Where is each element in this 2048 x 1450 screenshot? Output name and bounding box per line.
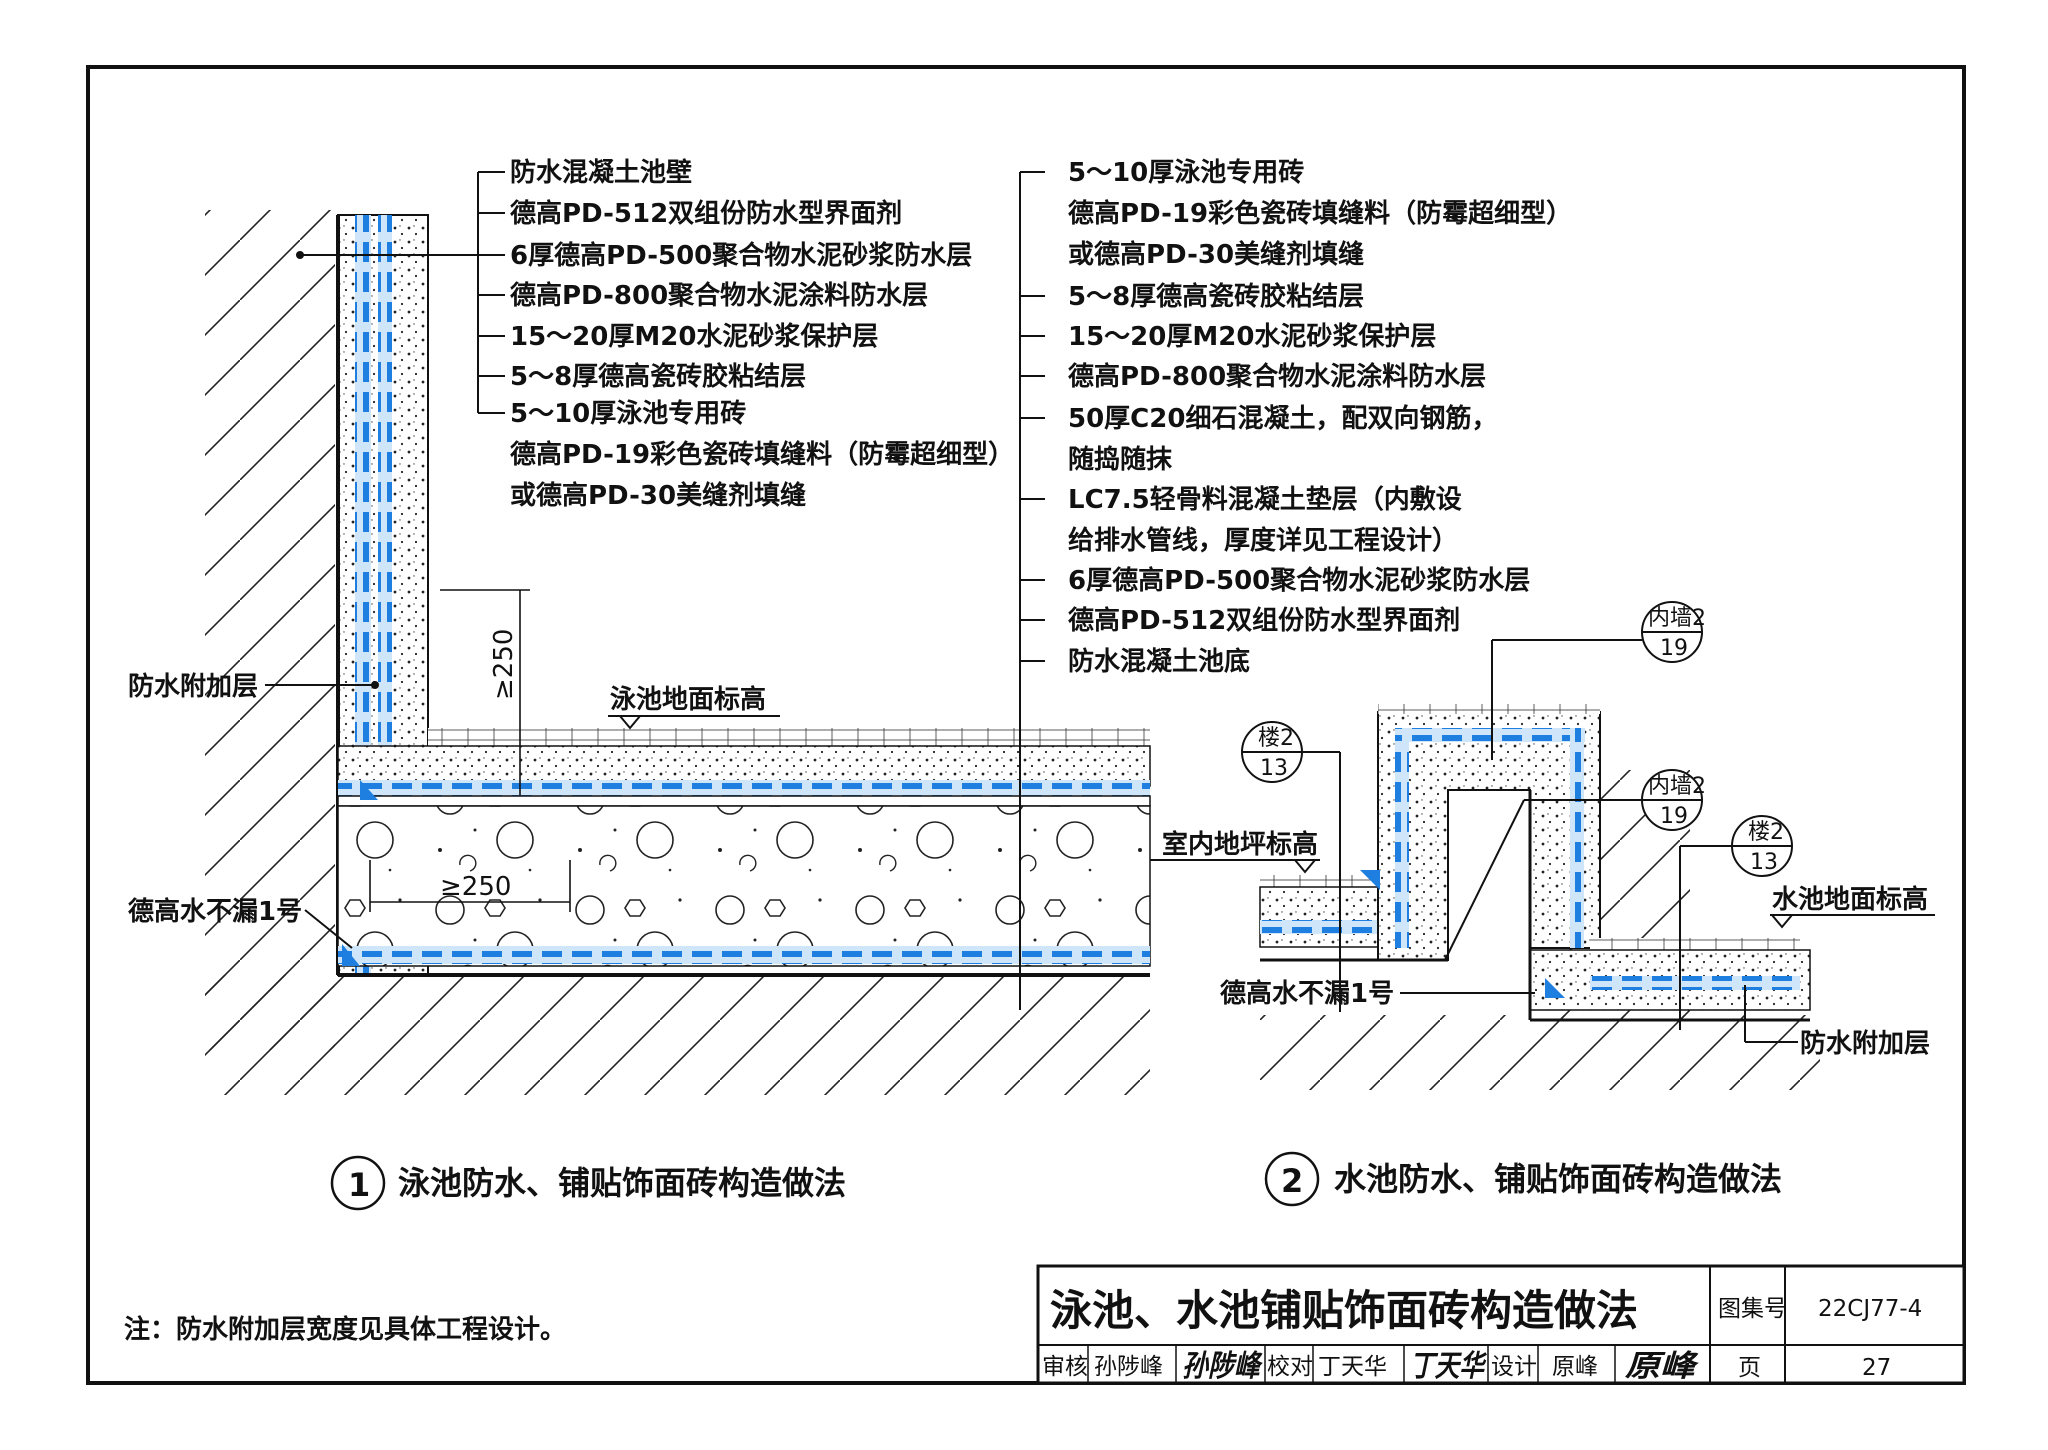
dim-vertical-label: ≥250 <box>489 629 519 700</box>
checker-signature: 丁天华 <box>1410 1349 1487 1384</box>
page-label: 页 <box>1738 1355 1761 1381</box>
deko-1-label-1: 德高水不漏1号 <box>128 896 302 927</box>
ref-bubble-2: 内墙2 19 <box>1444 769 1706 961</box>
floor-layer-8: LC7.5轻骨料混凝土垫层（内敷设 <box>1068 484 1462 515</box>
figure-1-floor-labels: 5～10厚泳池专用砖 德高PD-19彩色瓷砖填缝料（防霉超细型） 或德高PD-3… <box>1019 158 1572 1010</box>
floor-layer-10: 6厚德高PD-500聚合物水泥砂浆防水层 <box>1068 565 1530 596</box>
figure-2-refs: 内墙2 19 楼2 13 内墙2 19 楼2 13 <box>1241 601 1793 1030</box>
wall-layer-5: 5～8厚德高瓷砖胶粘结层 <box>510 361 806 392</box>
caption-1-number: 1 <box>348 1166 370 1204</box>
floor-layer-11: 德高PD-512双组份防水型界面剂 <box>1068 605 1460 636</box>
wall-layer-6: 5～10厚泳池专用砖 <box>510 399 746 429</box>
caption-2-text: 水池防水、铺贴饰面砖构造做法 <box>1334 1160 1782 1198</box>
indoor-floor-level-label: 室内地坪标高 <box>1162 829 1318 860</box>
svg-text:楼2: 楼2 <box>1258 726 1294 751</box>
svg-text:13: 13 <box>1750 850 1778 875</box>
figure-2-detail <box>1259 704 1820 1090</box>
dim-horizontal-label: ≥250 <box>440 872 511 902</box>
review-label: 审核 <box>1042 1354 1088 1380</box>
designer-signature: 原峰 <box>1625 1349 1700 1384</box>
figure-1-callouts: 泳池地面标高 室内地坪标高 防水附加层 德高水不漏1号 <box>128 672 1320 949</box>
ref-bubble-0: 内墙2 19 <box>1491 601 1706 760</box>
title-block-title: 泳池、水池铺贴饰面砖构造做法 <box>1050 1286 1638 1335</box>
floor-layer-6: 50厚C20细石混凝土，配双向钢筋， <box>1068 403 1497 434</box>
svg-text:楼2: 楼2 <box>1748 820 1784 845</box>
sheet-border <box>86 65 1966 1385</box>
waterproof-additional-label-2: 防水附加层 <box>1800 1029 1930 1059</box>
designer-name: 原峰 <box>1552 1354 1598 1380</box>
floor-layer-7: 随捣随抹 <box>1068 444 1173 475</box>
wall-layer-0: 防水混凝土池壁 <box>510 157 692 188</box>
tank-floor-level-label: 水池地面标高 <box>1772 884 1928 915</box>
deko-1-label-2: 德高水不漏1号 <box>1220 978 1394 1009</box>
floor-layer-12: 防水混凝土池底 <box>1068 646 1250 677</box>
pool-floor-level-label: 泳池地面标高 <box>610 684 766 715</box>
check-label: 校对 <box>1267 1354 1313 1380</box>
design-label: 设计 <box>1491 1354 1537 1380</box>
wall-layer-1: 德高PD-512双组份防水型界面剂 <box>510 198 902 229</box>
atlas-label: 图集号 <box>1718 1296 1787 1322</box>
floor-layer-9: 给排水管线，厚度详见工程设计） <box>1068 525 1458 556</box>
floor-layer-5: 德高PD-800聚合物水泥涂料防水层 <box>1068 361 1486 392</box>
svg-text:13: 13 <box>1260 756 1288 781</box>
reviewer-signature: 孙陟峰 <box>1182 1349 1263 1384</box>
figure-2-caption: 2 水池防水、铺贴饰面砖构造做法 <box>1264 1151 1782 1207</box>
floor-layer-3: 5～8厚德高瓷砖胶粘结层 <box>1068 281 1364 312</box>
wall-layer-8: 或德高PD-30美缝剂填缝 <box>510 480 806 511</box>
atlas-number: 22CJ77-4 <box>1818 1296 1922 1322</box>
wall-layer-2: 6厚德高PD-500聚合物水泥砂浆防水层 <box>510 240 972 271</box>
caption-1-text: 泳池防水、铺贴饰面砖构造做法 <box>398 1164 846 1202</box>
title-block: 泳池、水池铺贴饰面砖构造做法 图集号 22CJ77-4 页 27 审核 孙陟峰 … <box>1036 1264 1966 1385</box>
floor-layer-0: 5～10厚泳池专用砖 <box>1068 158 1304 188</box>
floor-layer-2: 或德高PD-30美缝剂填缝 <box>1068 239 1364 270</box>
figure-1-wall-labels: 防水混凝土池壁 德高PD-512双组份防水型界面剂 6厚德高PD-500聚合物水… <box>478 157 1014 511</box>
wall-layer-7: 德高PD-19彩色瓷砖填缝料（防霉超细型） <box>510 439 1014 470</box>
figure-1-detail: ≥250 ≥250 <box>205 172 1151 1095</box>
ref-bubble-1: 楼2 13 <box>1241 721 1341 1012</box>
floor-layer-4: 15～20厚M20水泥砂浆保护层 <box>1068 321 1436 352</box>
svg-text:内墙2: 内墙2 <box>1648 774 1706 799</box>
figure-2-callouts: 水池地面标高 德高水不漏1号 防水附加层 <box>1220 884 1935 1059</box>
note-text: 注：防水附加层宽度见具体工程设计。 <box>124 1314 566 1345</box>
wall-layer-4: 15～20厚M20水泥砂浆保护层 <box>510 321 878 352</box>
reviewer-name: 孙陟峰 <box>1094 1354 1163 1380</box>
page-number: 27 <box>1862 1355 1891 1381</box>
svg-text:内墙2: 内墙2 <box>1648 606 1706 631</box>
figure-1-caption: 1 泳池防水、铺贴饰面砖构造做法 <box>330 1155 846 1211</box>
svg-text:19: 19 <box>1660 804 1688 829</box>
checker-name: 丁天华 <box>1318 1354 1387 1380</box>
waterproof-additional-label-1: 防水附加层 <box>128 672 258 702</box>
wall-layer-3: 德高PD-800聚合物水泥涂料防水层 <box>510 280 928 311</box>
floor-layer-1: 德高PD-19彩色瓷砖填缝料（防霉超细型） <box>1068 198 1572 229</box>
svg-text:19: 19 <box>1660 636 1688 661</box>
ref-bubble-3: 楼2 13 <box>1679 815 1793 1030</box>
caption-2-number: 2 <box>1281 1162 1303 1200</box>
